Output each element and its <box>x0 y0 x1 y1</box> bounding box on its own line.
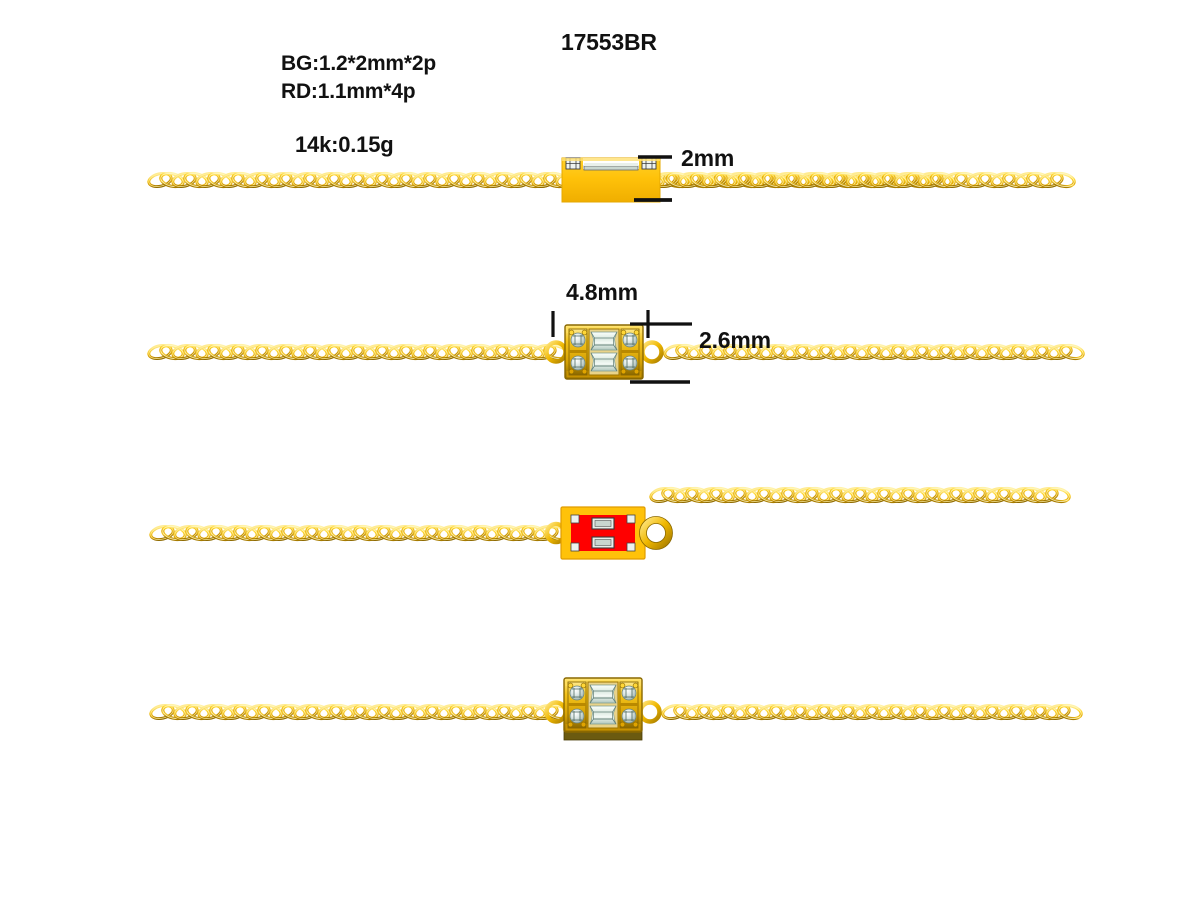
dimension-label-4-8mm: 4.8mm <box>566 279 638 305</box>
connector-ring-left-row4 <box>544 700 568 724</box>
spec-metal-weight-label: 14k:0.15g <box>295 132 394 157</box>
connector-ring-right-row4 <box>638 700 662 724</box>
view-row-3 <box>149 486 1070 560</box>
clasp-block-side <box>561 157 661 203</box>
gem-seat-back <box>560 506 646 560</box>
drawing-title: 17553BR <box>561 29 657 55</box>
spec-baguette-label: BG:1.2*2mm*2p <box>281 52 436 75</box>
connector-ring-left <box>544 340 568 364</box>
connector-ring-right <box>640 340 664 364</box>
view-row-4 <box>149 677 1082 741</box>
view-row-2 <box>147 324 1084 380</box>
jump-ring <box>639 516 673 550</box>
gem-station-perspective <box>563 677 643 741</box>
view-row-1 <box>147 157 1075 203</box>
connector-ring-left-open <box>544 521 568 545</box>
dimension-label-2-6mm: 2.6mm <box>699 327 771 353</box>
gem-station-top <box>564 324 644 380</box>
dimension-markers <box>551 155 692 384</box>
dimension-label-2mm: 2mm <box>681 145 735 171</box>
spec-round-label: RD:1.1mm*4p <box>281 80 416 103</box>
